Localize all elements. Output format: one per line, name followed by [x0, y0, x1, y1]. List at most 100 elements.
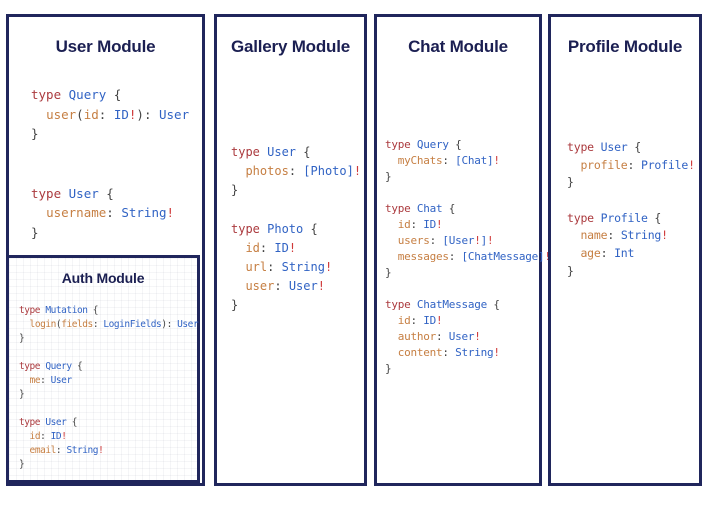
code-line: id: ID! — [19, 430, 198, 444]
code-token: login — [29, 319, 57, 330]
code-token: : — [410, 313, 424, 327]
code-token: } — [31, 126, 39, 141]
code-token — [231, 241, 245, 255]
code-line: email: String! — [19, 444, 198, 458]
code-token: : — [274, 279, 289, 294]
code-token: id — [397, 217, 411, 231]
code-token: ID — [423, 217, 436, 231]
code-token: ! — [353, 164, 362, 179]
code-line: profile: Profile! — [567, 157, 695, 175]
code-line: type Chat { — [385, 201, 551, 217]
code-token: profile — [580, 157, 628, 172]
code-token: : — [436, 330, 449, 344]
code-line: login(fields: LoginFields): User — [19, 318, 199, 332]
code-token: type — [231, 145, 268, 159]
code-token: : — [40, 375, 51, 386]
code-token: } — [19, 459, 25, 470]
code-token: User — [159, 106, 190, 122]
code-token: { — [303, 145, 311, 159]
code-token: Mutation — [45, 305, 93, 316]
code-token: [User — [442, 234, 475, 248]
code-line: } — [31, 124, 189, 144]
code-line: author: User! — [385, 329, 551, 345]
code-token: } — [231, 298, 239, 313]
code-token: Int — [614, 245, 635, 260]
code-token: ): — [136, 106, 159, 122]
code-token: : — [267, 260, 282, 275]
code-token — [31, 107, 46, 122]
code-token — [231, 164, 245, 178]
code-token: type — [19, 305, 46, 316]
code-line: } — [385, 265, 551, 281]
code-token: : — [106, 205, 122, 220]
code-token: } — [385, 362, 392, 376]
module-title-gallery: Gallery Module — [230, 37, 351, 56]
code-token: ! — [288, 240, 297, 255]
code-token: type — [31, 185, 69, 201]
code-token: : — [92, 319, 104, 330]
code-token: fields — [61, 319, 93, 330]
code-token: [ChatMessage] — [461, 250, 545, 264]
code-token: { — [455, 138, 462, 151]
code-line: type User { — [19, 416, 198, 430]
code-token: User — [177, 319, 199, 330]
code-token: ! — [317, 279, 325, 294]
code-token: } — [19, 333, 25, 344]
code-line: } — [567, 263, 695, 281]
code-token: User — [50, 375, 73, 386]
code-line: } — [385, 169, 551, 185]
code-line: } — [19, 458, 198, 472]
panel-gallery-module: Gallery Module type User { photos: [Phot… — [214, 14, 367, 486]
code-token: : — [429, 234, 443, 248]
code-token: } — [567, 175, 574, 190]
code-token: Query — [68, 87, 114, 102]
code-token — [385, 250, 398, 263]
code-line: } — [231, 296, 361, 315]
code-token: ID — [423, 313, 436, 327]
code-token: ( — [55, 319, 62, 330]
code-profile-module: type User { profile: Profile!}type Profi… — [567, 139, 695, 298]
module-title-auth: Auth Module — [61, 270, 145, 286]
panel-user-module: User Module type Query { user(id: ID!): … — [6, 14, 205, 486]
code-token: { — [71, 417, 78, 428]
code-line: type Photo { — [231, 220, 361, 239]
code-token: ! — [474, 234, 481, 248]
code-token: [Chat] — [455, 154, 494, 168]
code-block: type ChatMessage { id: ID! author: User!… — [385, 297, 551, 378]
code-token: ! — [661, 228, 668, 243]
code-token — [385, 330, 398, 343]
code-token — [19, 375, 30, 386]
code-token: Photo — [267, 221, 311, 236]
code-token: type — [385, 297, 417, 311]
code-token: ChatMessage — [416, 297, 494, 311]
code-block: type User { profile: Profile!} — [567, 139, 695, 192]
panel-auth-module: Auth Module type Mutation { login(fields… — [6, 255, 200, 483]
code-token: id — [397, 313, 411, 327]
code-token: type — [231, 221, 268, 236]
code-token: : — [442, 154, 456, 168]
code-block: type User { username: String!} — [31, 184, 189, 243]
code-token: : — [448, 250, 462, 264]
code-token — [19, 319, 30, 330]
code-token — [385, 218, 398, 231]
code-token: User — [68, 185, 107, 201]
code-token: } — [385, 170, 392, 184]
code-token — [567, 158, 580, 172]
code-token: ): — [161, 319, 178, 330]
code-token — [385, 234, 398, 247]
code-token — [567, 246, 580, 260]
code-token: ! — [128, 106, 137, 122]
code-token: User — [448, 330, 475, 344]
code-token: [Photo] — [303, 164, 354, 179]
code-line: url: String! — [231, 258, 361, 277]
code-token: } — [31, 224, 39, 240]
panel-chat-module: Chat Module type Query { myChats: [Chat]… — [374, 14, 551, 486]
code-token: content — [397, 346, 443, 360]
code-block: type User { id: ID! email: String!} — [19, 416, 198, 472]
code-line: myChats: [Chat]! — [385, 153, 551, 169]
code-token: username — [46, 205, 107, 220]
code-token: String — [281, 260, 325, 275]
code-token: id — [29, 431, 41, 442]
code-chat-module: type Query { myChats: [Chat]!}type Chat … — [385, 137, 551, 393]
